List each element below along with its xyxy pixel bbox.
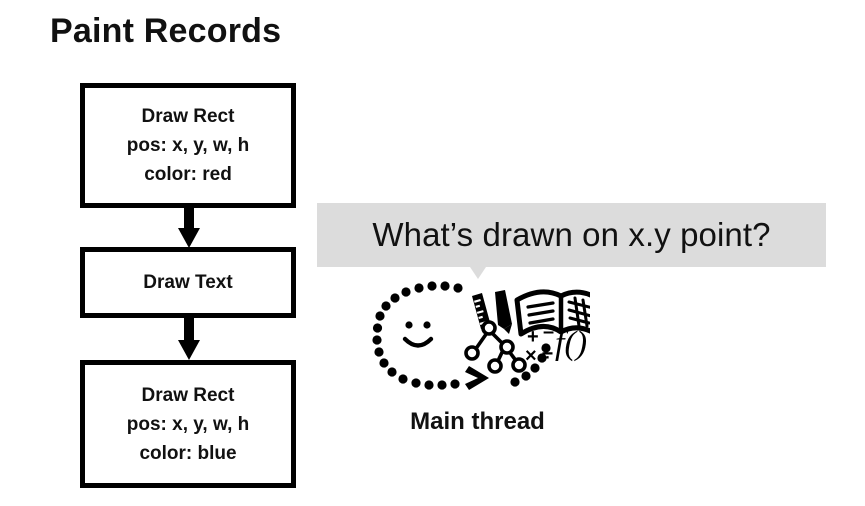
record-pos-label: pos: x, y, w, h — [126, 413, 250, 435]
record-pos-label: pos: x, y, w, h — [126, 135, 250, 156]
record-command-label: Draw Rect — [141, 106, 235, 127]
svg-text:–: – — [543, 321, 554, 343]
function-notation-icon: f() — [555, 325, 587, 362]
svg-text:÷: ÷ — [542, 343, 553, 365]
paint-record-box-draw-rect-red: Draw Rect pos: x, y, w, h color: red — [80, 83, 296, 208]
math-symbols-icon: + – × ÷ — [525, 321, 554, 367]
record-color-label: color: red — [144, 164, 232, 185]
arrow-stem — [184, 318, 194, 341]
paint-record-box-draw-rect-blue: Draw Rect pos: x, y, w, h color: blue — [80, 360, 296, 488]
node-tree-icon — [464, 320, 527, 374]
smiley-face-icon — [402, 321, 434, 348]
main-thread-label: Main thread — [410, 408, 545, 435]
question-speech-bubble: What’s drawn on x.y point? — [317, 203, 826, 267]
dotted-thought-oval-icon — [372, 281, 551, 390]
open-book-icon — [514, 289, 590, 337]
record-color-label: color: blue — [139, 442, 237, 464]
thinking-illustration: + – × ÷ f() — [365, 278, 590, 398]
page-title: Paint Records — [50, 12, 282, 50]
arrow-stem — [184, 208, 194, 229]
down-arrow-icon — [178, 318, 200, 361]
paint-record-box-draw-text: Draw Text — [80, 247, 296, 318]
record-command-label: Draw Text — [143, 272, 233, 293]
arrow-head — [178, 228, 200, 248]
question-text: What’s drawn on x.y point? — [372, 216, 771, 253]
svg-text:f(): f() — [555, 325, 587, 362]
chevron-arrowhead-icon — [465, 366, 489, 390]
record-command-label: Draw Rect — [141, 384, 235, 406]
speech-bubble-tail-icon — [470, 267, 486, 279]
svg-text:+: + — [527, 326, 539, 348]
pencil-icon — [495, 290, 512, 334]
down-arrow-icon — [178, 208, 200, 248]
arrow-head — [178, 340, 200, 360]
svg-text:×: × — [525, 345, 537, 367]
